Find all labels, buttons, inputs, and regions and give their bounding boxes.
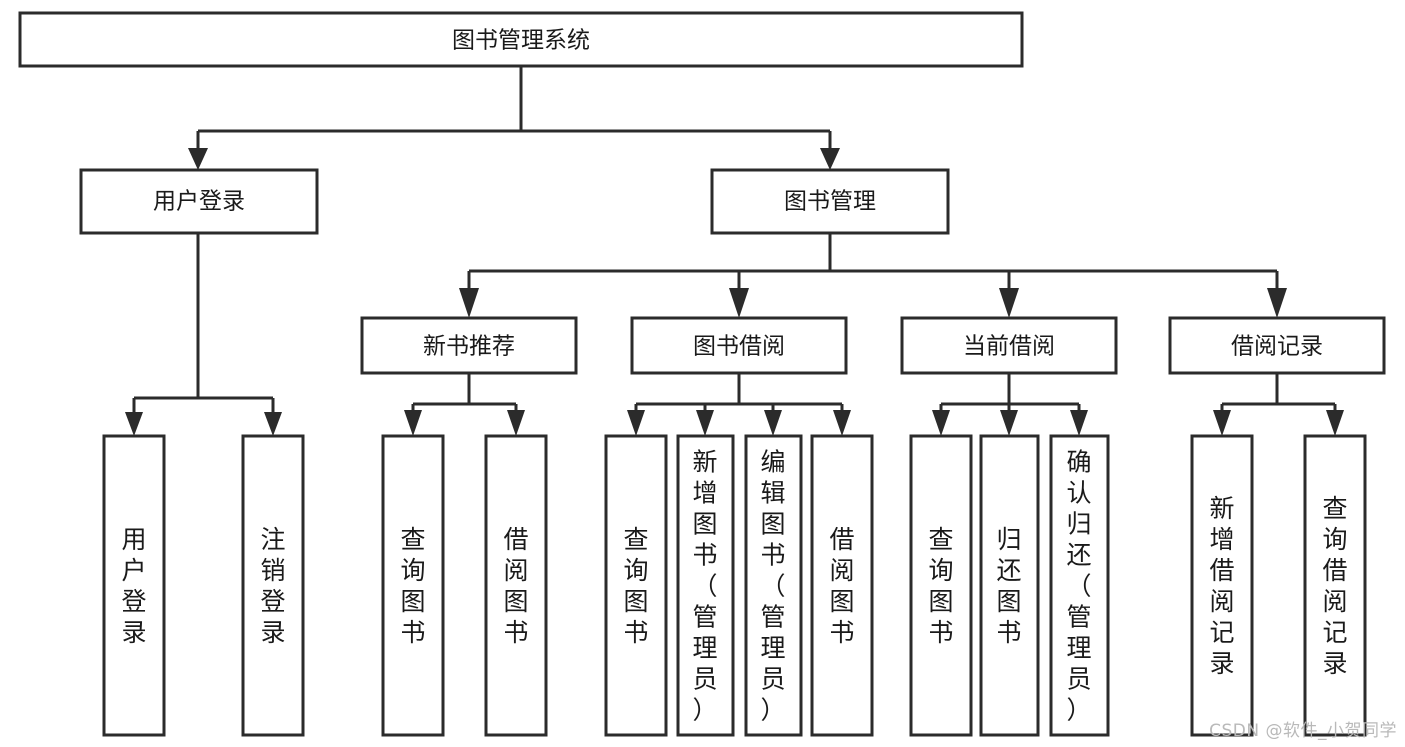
node-root-label: 图书管理系统 xyxy=(452,28,590,54)
node-user-login-label: 用户登录 xyxy=(153,189,245,215)
node-leaf-query-book-3[interactable]: 查询图书 xyxy=(909,434,973,737)
node-leaf-edit-book-label: 编辑图书（管理员） xyxy=(760,448,785,725)
node-leaf-edit-book[interactable]: 编辑图书（管理员） xyxy=(744,434,803,737)
node-leaf-edit-book-box[interactable] xyxy=(744,434,803,737)
node-leaf-query-book-1[interactable]: 查询图书 xyxy=(381,434,445,737)
arrowhead-current-borrow xyxy=(999,288,1019,318)
node-leaf-query-book-1-label: 查询图书 xyxy=(400,525,425,647)
node-leaf-borrow-book-1-label: 借阅图书 xyxy=(503,525,528,647)
node-leaf-borrow-book-2-box[interactable] xyxy=(810,434,874,737)
node-leaf-query-record-label: 查询借阅记录 xyxy=(1322,494,1347,678)
node-current-borrow[interactable]: 当前借阅 xyxy=(900,316,1118,375)
arrowhead-user-login xyxy=(188,148,208,170)
node-new-book-recommend-box[interactable] xyxy=(360,316,578,375)
arrowhead-leaf-add-record xyxy=(1213,410,1231,436)
node-book-management-box[interactable] xyxy=(710,168,950,235)
node-current-borrow-label: 当前借阅 xyxy=(963,334,1055,360)
node-leaf-return-book-label: 归还图书 xyxy=(996,525,1021,647)
arrowhead-leaf-logout-login xyxy=(264,412,282,436)
node-leaf-query-book-2-label: 查询图书 xyxy=(623,525,648,647)
arrowhead-leaf-query-book-1 xyxy=(404,410,422,436)
node-book-borrow[interactable]: 图书借阅 xyxy=(630,316,848,375)
node-leaf-confirm-return[interactable]: 确认归还（管理员） xyxy=(1049,434,1110,737)
arrowhead-borrow-record xyxy=(1267,288,1287,318)
node-borrow-record-label: 借阅记录 xyxy=(1231,334,1323,360)
arrowhead-leaf-query-record xyxy=(1326,410,1344,436)
node-book-borrow-box[interactable] xyxy=(630,316,848,375)
node-leaf-add-record[interactable]: 新增借阅记录 xyxy=(1190,434,1254,737)
node-leaf-borrow-book-2[interactable]: 借阅图书 xyxy=(810,434,874,737)
arrowhead-leaf-borrow-book-2 xyxy=(833,410,851,436)
node-leaf-add-book[interactable]: 新增图书（管理员） xyxy=(676,434,735,737)
node-leaf-user-login-label: 用户登录 xyxy=(121,525,146,647)
node-new-book-recommend-label: 新书推荐 xyxy=(423,334,515,360)
node-leaf-return-book-box[interactable] xyxy=(979,434,1040,737)
node-leaf-query-record-box[interactable] xyxy=(1303,434,1367,737)
node-leaf-borrow-book-1[interactable]: 借阅图书 xyxy=(484,434,548,737)
node-leaf-query-book-3-label: 查询图书 xyxy=(928,525,953,647)
node-leaf-borrow-book-2-label: 借阅图书 xyxy=(829,525,854,647)
node-leaf-confirm-return-box[interactable] xyxy=(1049,434,1110,737)
node-leaf-query-record[interactable]: 查询借阅记录 xyxy=(1303,434,1367,737)
node-leaf-borrow-book-1-box[interactable] xyxy=(484,434,548,737)
arrowhead-leaf-return-book xyxy=(1000,410,1018,436)
node-book-management[interactable]: 图书管理 xyxy=(710,168,950,235)
node-leaf-add-record-label: 新增借阅记录 xyxy=(1209,494,1234,678)
node-leaf-query-book-1-box[interactable] xyxy=(381,434,445,737)
arrowhead-leaf-query-book-3 xyxy=(932,410,950,436)
node-leaf-logout-login-label: 注销登录 xyxy=(260,525,285,647)
node-leaf-add-book-label: 新增图书（管理员） xyxy=(692,448,717,725)
node-book-borrow-label: 图书借阅 xyxy=(693,334,785,360)
arrowhead-leaf-add-book xyxy=(696,410,714,436)
node-borrow-record-box[interactable] xyxy=(1168,316,1386,375)
node-new-book-recommend[interactable]: 新书推荐 xyxy=(360,316,578,375)
node-leaf-add-record-box[interactable] xyxy=(1190,434,1254,737)
node-leaf-user-login-box[interactable] xyxy=(102,434,166,737)
node-leaf-add-book-box[interactable] xyxy=(676,434,735,737)
node-leaf-return-book[interactable]: 归还图书 xyxy=(979,434,1040,737)
node-leaf-logout-login[interactable]: 注销登录 xyxy=(241,434,305,737)
node-leaf-query-book-2[interactable]: 查询图书 xyxy=(604,434,668,737)
node-leaf-query-book-3-box[interactable] xyxy=(909,434,973,737)
arrowhead-book-management xyxy=(820,148,840,170)
node-user-login-box[interactable] xyxy=(79,168,319,235)
arrowhead-leaf-confirm-return xyxy=(1070,410,1088,436)
arrowhead-new-book-recommend xyxy=(459,288,479,318)
node-leaf-confirm-return-label: 确认归还（管理员） xyxy=(1066,448,1091,725)
arrowhead-leaf-query-book-2 xyxy=(627,410,645,436)
arrowhead-book-borrow xyxy=(729,288,749,318)
node-current-borrow-box[interactable] xyxy=(900,316,1118,375)
node-root[interactable]: 图书管理系统 xyxy=(18,11,1024,68)
node-leaf-logout-login-box[interactable] xyxy=(241,434,305,737)
arrowhead-leaf-borrow-book-1 xyxy=(507,410,525,436)
node-user-login[interactable]: 用户登录 xyxy=(79,168,319,235)
node-book-management-label: 图书管理 xyxy=(784,189,876,215)
leaf-nodes-layer: 用户登录 注销登录 查询图书 借阅图书 查询图书 新增图书（管理员） xyxy=(102,434,1367,737)
node-leaf-user-login[interactable]: 用户登录 xyxy=(102,434,166,737)
connector-layer xyxy=(125,66,1344,436)
arrowhead-leaf-user-login xyxy=(125,412,143,436)
arrowhead-leaf-edit-book xyxy=(764,410,782,436)
node-leaf-query-book-2-box[interactable] xyxy=(604,434,668,737)
node-borrow-record[interactable]: 借阅记录 xyxy=(1168,316,1386,375)
node-root-box[interactable] xyxy=(18,11,1024,68)
watermark-text: CSDN @软件_小贺同学 xyxy=(1209,721,1397,741)
